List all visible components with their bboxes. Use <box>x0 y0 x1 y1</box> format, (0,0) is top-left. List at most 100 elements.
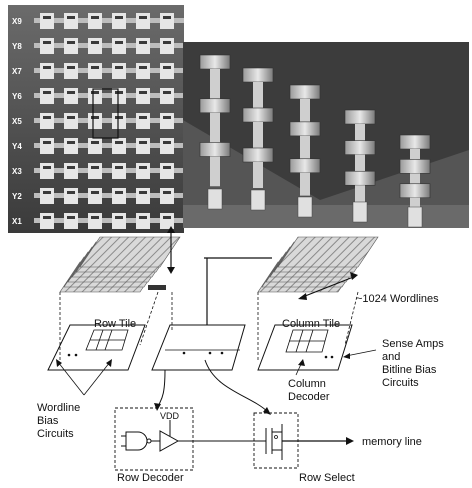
sem-image-right <box>183 42 469 228</box>
wordline-bar <box>148 285 166 290</box>
sem-cell <box>112 163 126 179</box>
sem-cell <box>112 188 126 204</box>
column-stack <box>258 237 378 292</box>
sem-cell <box>40 163 54 179</box>
sem-cell <box>136 213 150 229</box>
sem-pillar-segment <box>200 143 230 157</box>
stack-layer <box>278 237 378 267</box>
wordlines-label: ~1024 Wordlines <box>356 293 439 305</box>
row-tile-label: Row Tile <box>94 318 136 330</box>
sem-cell <box>88 138 102 154</box>
wordline-bias-label-0: Wordline <box>37 402 80 414</box>
sem-cell <box>64 113 78 129</box>
sem-pillar-segment <box>290 122 320 136</box>
sense-amps-label-1: and <box>382 351 400 363</box>
sem-cell <box>64 38 78 54</box>
sem-cell <box>160 163 174 179</box>
sem-cell <box>160 88 174 104</box>
sem-cell <box>112 113 126 129</box>
wordline-bias-label-1: Bias <box>37 415 59 427</box>
sem-pillar-segment <box>243 68 273 82</box>
sem-cell <box>160 213 174 229</box>
sem-cell <box>160 113 174 129</box>
sem-cell <box>64 213 78 229</box>
sem-pillar-segment <box>200 55 230 69</box>
sem-row-label: X9 <box>12 17 22 26</box>
sense-amps-label-0: Sense Amps <box>382 338 444 350</box>
sem-cell <box>64 188 78 204</box>
sem-cell <box>112 63 126 79</box>
sem-cell <box>88 213 102 229</box>
sem-pillar-segment <box>290 85 320 99</box>
sem-cell <box>64 138 78 154</box>
sem-cell <box>40 13 54 29</box>
sem-cell <box>88 88 102 104</box>
sem-row-label: Y2 <box>12 192 22 201</box>
sem-pillar-segment <box>345 171 375 185</box>
sem-row-label: X3 <box>12 167 22 176</box>
stack-layer <box>80 237 180 267</box>
sem-cell <box>40 138 54 154</box>
middle-tile <box>152 325 245 370</box>
memory-line-label: memory line <box>362 436 422 448</box>
sense-amps-label-3: Circuits <box>382 377 419 389</box>
sem-cell <box>112 13 126 29</box>
sem-cell <box>88 13 102 29</box>
sem-cell <box>136 38 150 54</box>
sem-pillar-segment <box>345 141 375 155</box>
sem-cell <box>64 88 78 104</box>
sem-cell <box>160 138 174 154</box>
sem-cell <box>112 38 126 54</box>
sem-cell <box>136 63 150 79</box>
sem-pillar-segment <box>290 159 320 173</box>
sem-cell <box>160 188 174 204</box>
sem-cell <box>40 38 54 54</box>
wordline-bias-label-2: Circuits <box>37 428 74 440</box>
sem-cell <box>112 213 126 229</box>
sem-cell <box>88 38 102 54</box>
architecture-diagram <box>48 226 378 470</box>
sem-cell <box>136 13 150 29</box>
sem-row-label: X5 <box>12 117 22 126</box>
column-decoder-label-1: Decoder <box>288 391 330 403</box>
sem-cell <box>136 88 150 104</box>
sem-cell <box>88 188 102 204</box>
sem-cell <box>88 163 102 179</box>
sem-cell <box>64 63 78 79</box>
sem-cell <box>88 113 102 129</box>
sem-pillar-segment <box>400 135 430 149</box>
sem-pillar-segment <box>243 108 273 122</box>
sem-cell <box>136 163 150 179</box>
sem-cell <box>160 38 174 54</box>
sem-cell <box>136 138 150 154</box>
sem-cell <box>40 63 54 79</box>
column-tile <box>258 325 352 370</box>
sem-pillar-segment <box>243 148 273 162</box>
sem-row-label: X7 <box>12 67 22 76</box>
row-decoder-label: Row Decoder <box>117 472 184 484</box>
sem-cell <box>40 188 54 204</box>
sem-row-label: Y4 <box>12 142 22 151</box>
sem-cell <box>160 63 174 79</box>
sem-pillar-segment <box>345 110 375 124</box>
sem-cell <box>136 188 150 204</box>
sem-row-label: X1 <box>12 217 22 226</box>
column-tile-label: Column Tile <box>282 318 340 330</box>
sem-cell <box>88 63 102 79</box>
row-stack <box>60 237 180 292</box>
sem-cell <box>160 13 174 29</box>
sem-pillar-segment <box>400 159 430 173</box>
sem-cell <box>40 88 54 104</box>
sense-amps-label-2: Bitline Bias <box>382 364 437 376</box>
sem-cell <box>64 163 78 179</box>
sem-cell <box>64 13 78 29</box>
sem-cell <box>40 213 54 229</box>
sem-pillar-segment <box>400 184 430 198</box>
row-tile <box>48 325 145 370</box>
sem-cell <box>112 138 126 154</box>
sem-cell <box>136 113 150 129</box>
vdd-label: VDD <box>160 411 180 421</box>
row-select-label: Row Select <box>299 472 355 484</box>
